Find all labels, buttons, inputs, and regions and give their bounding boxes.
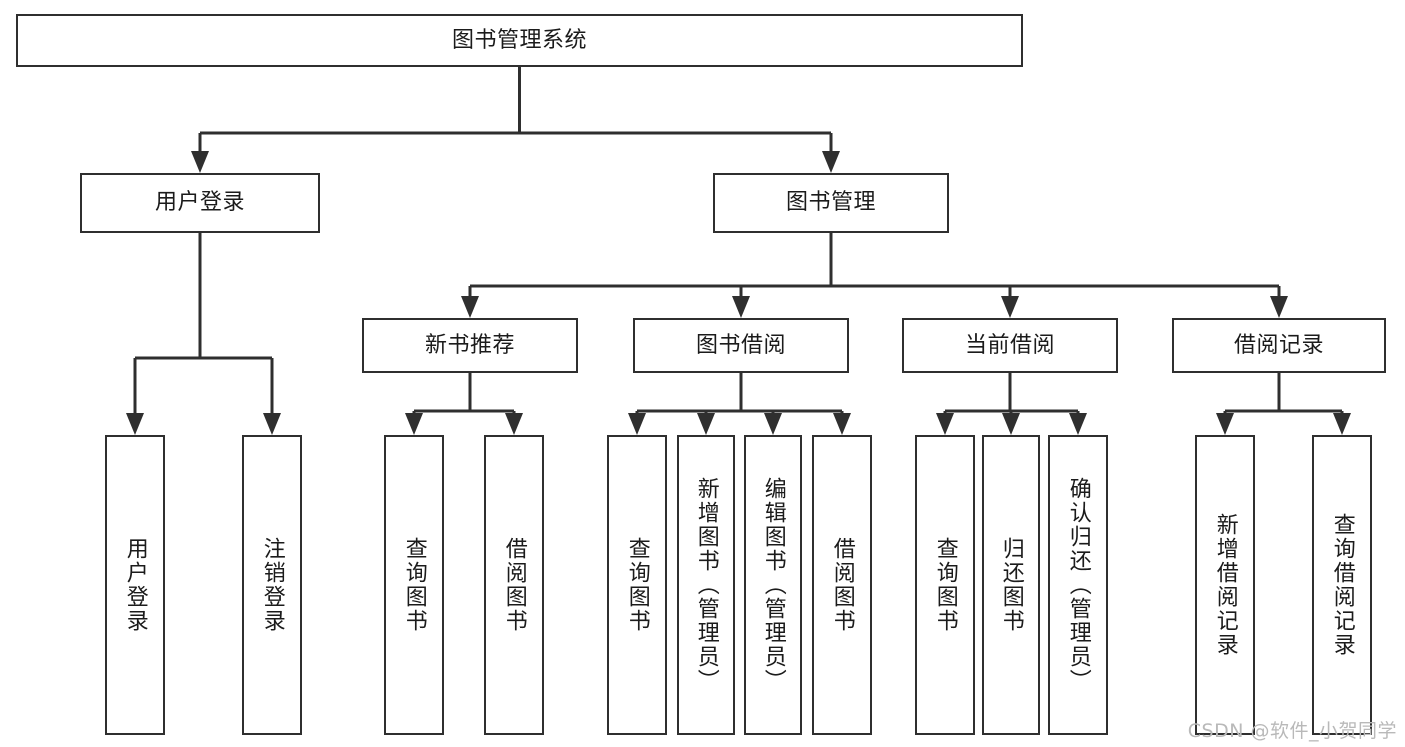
node-label: 图书管理系统 <box>451 27 587 53</box>
node-label: 借阅图书 <box>829 537 855 633</box>
arrow-head-leaf-query-1 <box>405 413 423 435</box>
node-leaf-query-3[interactable]: 查询图书 <box>915 435 975 735</box>
node-label: 当前借阅 <box>964 332 1055 358</box>
node-leaf-borrow-2[interactable]: 借阅图书 <box>812 435 872 735</box>
arrow-head-book-borrow <box>732 296 750 318</box>
watermark-text: CSDN @软件_小贺同学 <box>1187 720 1397 742</box>
node-label: 查询借阅记录 <box>1329 513 1355 657</box>
node-label: 查询图书 <box>932 537 958 633</box>
node-label: 新增图书（管理员） <box>693 477 719 693</box>
arrow-head-leaf-logout <box>263 413 281 435</box>
node-label: 用户登录 <box>122 537 148 633</box>
arrow-head-new-book-rec <box>461 296 479 318</box>
arrow-head-current-borrow <box>1001 296 1019 318</box>
node-leaf-query-2[interactable]: 查询图书 <box>607 435 667 735</box>
arrow-head-leaf-borrow-2 <box>833 413 851 435</box>
arrow-head-user-login <box>191 151 209 173</box>
node-leaf-edit-book[interactable]: 编辑图书（管理员） <box>744 435 802 735</box>
arrow-head-leaf-query-3 <box>936 413 954 435</box>
node-leaf-query-1[interactable]: 查询图书 <box>384 435 444 735</box>
node-label: 查询图书 <box>624 537 650 633</box>
node-label: 新增借阅记录 <box>1212 513 1238 657</box>
node-leaf-logout[interactable]: 注销登录 <box>242 435 302 735</box>
node-label: 确认归还（管理员） <box>1065 477 1091 693</box>
node-leaf-add-rec[interactable]: 新增借阅记录 <box>1195 435 1255 735</box>
node-user-login[interactable]: 用户登录 <box>80 173 320 233</box>
node-current-borrow[interactable]: 当前借阅 <box>902 318 1118 373</box>
node-label: 借阅图书 <box>501 537 527 633</box>
node-borrow-record[interactable]: 借阅记录 <box>1172 318 1386 373</box>
node-book-manage[interactable]: 图书管理 <box>713 173 949 233</box>
node-label: 借阅记录 <box>1233 332 1324 358</box>
arrow-head-leaf-add-rec <box>1216 413 1234 435</box>
node-label: 用户登录 <box>154 190 245 216</box>
arrow-head-leaf-query-2 <box>628 413 646 435</box>
node-leaf-confirm[interactable]: 确认归还（管理员） <box>1048 435 1108 735</box>
arrow-head-book-manage <box>822 151 840 173</box>
arrow-head-leaf-confirm <box>1069 413 1087 435</box>
arrow-head-leaf-query-rec <box>1333 413 1351 435</box>
node-leaf-user-login[interactable]: 用户登录 <box>105 435 165 735</box>
node-label: 归还图书 <box>998 537 1024 633</box>
node-new-book-rec[interactable]: 新书推荐 <box>362 318 578 373</box>
node-leaf-add-book[interactable]: 新增图书（管理员） <box>677 435 735 735</box>
node-label: 查询图书 <box>401 537 427 633</box>
node-label: 编辑图书（管理员） <box>760 477 786 693</box>
arrow-head-borrow-record <box>1270 296 1288 318</box>
arrow-head-leaf-edit-book <box>764 413 782 435</box>
node-label: 图书借阅 <box>695 332 786 358</box>
node-root[interactable]: 图书管理系统 <box>16 14 1023 67</box>
node-label: 图书管理 <box>785 190 876 216</box>
node-label: 注销登录 <box>259 537 285 633</box>
node-leaf-return[interactable]: 归还图书 <box>982 435 1040 735</box>
arrow-head-leaf-borrow-1 <box>505 413 523 435</box>
arrow-head-leaf-add-book <box>697 413 715 435</box>
node-leaf-query-rec[interactable]: 查询借阅记录 <box>1312 435 1372 735</box>
node-book-borrow[interactable]: 图书借阅 <box>633 318 849 373</box>
node-leaf-borrow-1[interactable]: 借阅图书 <box>484 435 544 735</box>
arrow-head-leaf-user-login <box>126 413 144 435</box>
arrow-head-leaf-return <box>1002 413 1020 435</box>
node-label: 新书推荐 <box>424 332 515 358</box>
